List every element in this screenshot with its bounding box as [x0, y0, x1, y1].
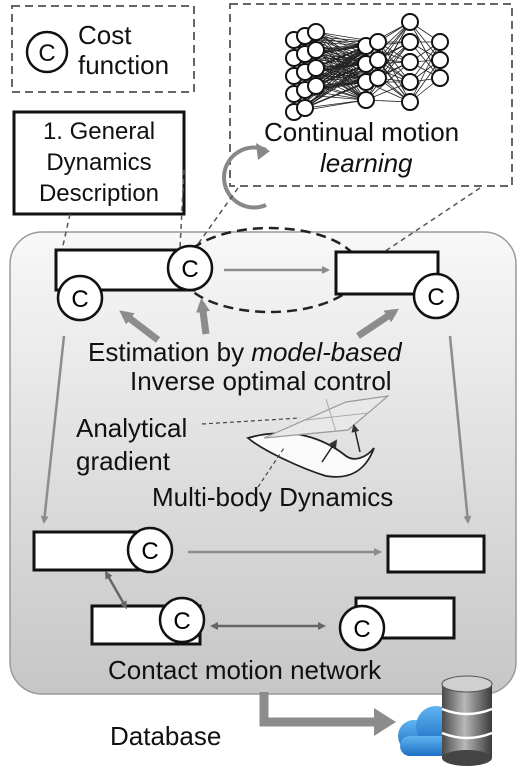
legend-box [11, 5, 195, 93]
cost-function-icon: C [166, 244, 214, 292]
network-node [369, 69, 387, 87]
network-node [307, 59, 325, 77]
network-edge [365, 41, 411, 101]
network-node [369, 33, 387, 51]
database-arrow [259, 692, 376, 727]
estimation-label: Estimation by model-based [88, 337, 402, 368]
arrow-left-down [40, 335, 66, 524]
estimation-arrow [196, 298, 210, 335]
neural-network-icon [285, 13, 449, 121]
general-line2: Dynamics [46, 149, 152, 176]
cost-function-icon-symbol: C [141, 538, 158, 565]
network-node [401, 93, 419, 111]
cost-function-icon: C [126, 526, 174, 574]
network-node [401, 73, 419, 91]
cost-function-icon-symbol: C [173, 608, 190, 635]
legend-label: Cost function [78, 20, 169, 80]
motion-box-mid-right [386, 534, 486, 574]
dashed-connector [179, 169, 185, 249]
cost-function-icon-symbol: C [71, 286, 88, 313]
database-icon [441, 675, 493, 766]
network-node [431, 33, 449, 51]
general-description-label: 1. General Dynamics Description [14, 116, 184, 209]
network-node [307, 23, 325, 41]
cost-function-icon-symbol: C [427, 284, 444, 311]
general-line3: Description [38, 180, 160, 207]
cost-function-icon: C [338, 604, 386, 652]
estimation-arrow [356, 308, 399, 339]
general-line1: 1. General [42, 118, 156, 145]
cost-function-icon: C [412, 272, 460, 320]
arrow-right-down [448, 335, 472, 524]
continual-label-line2: learning [320, 148, 413, 178]
dashed-connector [201, 417, 301, 425]
network-edge [304, 63, 367, 109]
network-node [431, 69, 449, 87]
cost-function-icon: C [158, 596, 206, 644]
network-node [307, 41, 325, 59]
dashed-connector [257, 447, 285, 488]
network-node [431, 51, 449, 69]
database-label: Database [110, 721, 222, 751]
cycle-arrow-icon [222, 143, 270, 210]
network-node [357, 91, 375, 109]
network-edge [365, 45, 411, 83]
network-node [296, 99, 314, 117]
cost-function-icon-symbol: C [38, 40, 55, 67]
network-edge [304, 45, 367, 109]
estimation-prefix: Estimation by [88, 337, 252, 367]
legend-line1: Cost [78, 20, 132, 50]
arrow-diagonal [105, 570, 127, 610]
network-node [401, 53, 419, 71]
general-description-box [12, 110, 186, 216]
estimation-arrow [119, 310, 161, 343]
cost-function-icon: C [25, 30, 69, 74]
contact-motion-network-label: Contact motion network [108, 655, 382, 685]
network-edge [377, 41, 411, 103]
network-edge [315, 45, 367, 87]
network-node [401, 33, 419, 51]
inverse-optimal-control-label: Inverse optimal control [130, 366, 392, 396]
cost-function-icon: C [56, 274, 104, 322]
estimation-emph: model-based [251, 337, 402, 367]
network-edge [409, 41, 441, 103]
network-edge [409, 21, 441, 79]
network-node [401, 13, 419, 31]
network-edge [365, 61, 411, 101]
legend-line2: function [78, 50, 170, 80]
analytical-label: Analytical [76, 413, 188, 443]
continual-learning-box [229, 3, 513, 187]
network-node [307, 77, 325, 95]
continual-label-line1: Continual motion [264, 117, 460, 147]
surface-icon [246, 395, 390, 478]
gradient-label: gradient [76, 446, 170, 476]
multibody-dynamics-label: Multi-body Dynamics [152, 482, 394, 512]
cost-function-icon-symbol: C [181, 256, 198, 283]
database-arrow-head [374, 708, 396, 736]
network-edge [304, 99, 367, 109]
network-node [369, 51, 387, 69]
cost-function-icon-symbol: C [353, 616, 370, 643]
